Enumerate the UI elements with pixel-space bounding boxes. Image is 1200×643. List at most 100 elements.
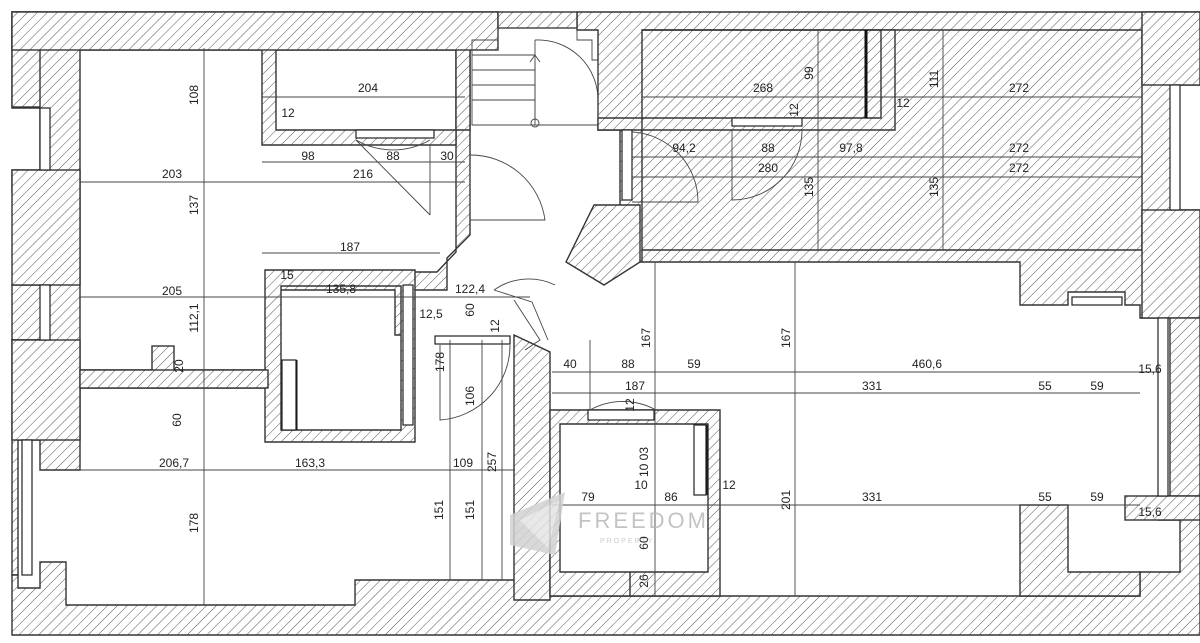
wall-bottom-right bbox=[1019, 504, 1141, 597]
dimension-label-d4606: 460,6 bbox=[912, 357, 942, 371]
dimension-label-d1121: 112,1 bbox=[187, 303, 201, 332]
dimension-label-d12d: 12 bbox=[896, 96, 910, 110]
dimension-label-d156b: 15,6 bbox=[1138, 505, 1162, 519]
dimension-label-d178a: 178 bbox=[433, 352, 447, 372]
dimension-label-d156a: 15,6 bbox=[1138, 362, 1162, 376]
windows bbox=[21, 84, 1181, 576]
wall-closet-top bbox=[597, 29, 896, 131]
window-top-wc bbox=[355, 129, 435, 139]
wall-right-lower bbox=[1124, 495, 1200, 521]
dimension-label-d1358: 135,8 bbox=[326, 282, 356, 296]
dimension-label-d135a: 135 bbox=[802, 177, 816, 197]
dimension-label-d10: 10 bbox=[634, 478, 648, 492]
vent-bottom-right bbox=[1071, 296, 1123, 306]
dimension-label-d88a: 88 bbox=[386, 149, 400, 163]
dimension-label-d79: 79 bbox=[581, 490, 595, 504]
dimension-label-d205: 205 bbox=[162, 284, 182, 298]
dimension-label-d60a: 60 bbox=[463, 303, 477, 317]
dimension-label-d26: 26 bbox=[637, 574, 651, 588]
wall-right-pier-low bbox=[1169, 317, 1200, 497]
dimension-label-d59b: 59 bbox=[1090, 379, 1104, 393]
dimension-label-d12f: 12 bbox=[722, 478, 736, 492]
dimension-label-d272b: 272 bbox=[1009, 141, 1029, 155]
watermark-text: FREEDOM bbox=[578, 508, 709, 533]
dimension-label-d167b: 167 bbox=[779, 328, 793, 348]
dimension-label-d125: 12,5 bbox=[419, 307, 443, 321]
dimension-label-d12e: 12 bbox=[623, 398, 637, 412]
dimension-label-d1633: 163,3 bbox=[295, 456, 325, 470]
wall-diagonal-center bbox=[565, 204, 641, 286]
fixtures bbox=[281, 30, 868, 496]
dimension-label-d187a: 187 bbox=[340, 240, 360, 254]
wall-left-pier-2 bbox=[11, 339, 81, 441]
window-bath-middle bbox=[434, 335, 511, 345]
dimension-label-d30: 30 bbox=[440, 149, 454, 163]
stairs bbox=[471, 27, 599, 128]
dimension-label-d99: 99 bbox=[802, 66, 816, 80]
door-hall-right bbox=[469, 154, 546, 221]
dimension-label-d12a: 12 bbox=[281, 106, 295, 120]
window-left-3 bbox=[21, 439, 33, 576]
dimension-label-d59a: 59 bbox=[687, 357, 701, 371]
dimension-label-d280: 280 bbox=[758, 161, 778, 175]
dimension-label-d204: 204 bbox=[358, 81, 378, 95]
dimension-label-d98: 98 bbox=[301, 149, 315, 163]
dimension-label-d151a: 151 bbox=[432, 500, 446, 520]
dimension-label-d216: 216 bbox=[353, 167, 373, 181]
dimension-label-d59c: 59 bbox=[1090, 490, 1104, 504]
wall-left-upper bbox=[11, 11, 499, 471]
dimension-label-d942: 94,2 bbox=[672, 141, 696, 155]
dimension-label-d86: 86 bbox=[664, 490, 678, 504]
dimension-label-d109: 109 bbox=[453, 456, 473, 470]
dimension-label-d60c: 60 bbox=[637, 536, 651, 550]
wall-diagonal-lower bbox=[513, 333, 551, 601]
dimension-label-d60b: 60 bbox=[170, 413, 184, 427]
dimension-label-d88c: 88 bbox=[621, 357, 635, 371]
dimension-label-d20: 20 bbox=[172, 359, 186, 373]
window-bath-lower-top bbox=[587, 409, 655, 421]
dimension-label-d12c: 12 bbox=[787, 103, 801, 117]
dimension-label-d2067: 206,7 bbox=[159, 456, 189, 470]
dimension-label-d88b: 88 bbox=[761, 141, 775, 155]
dimension-label-d331b: 331 bbox=[862, 490, 882, 504]
dimension-label-d978: 97,8 bbox=[839, 141, 863, 155]
wall-stair-pier bbox=[497, 11, 578, 29]
watermark: FREEDOM PROPERTY bbox=[510, 492, 709, 555]
wall-right-pier-mid bbox=[1141, 209, 1200, 319]
window-left-2 bbox=[39, 284, 51, 341]
dimension-label-d178b: 178 bbox=[187, 513, 201, 533]
door-closet bbox=[631, 131, 699, 203]
dimension-label-d40: 40 bbox=[563, 357, 577, 371]
dimension-label-d203: 203 bbox=[162, 167, 182, 181]
dimension-label-d55a: 55 bbox=[1038, 379, 1052, 393]
dimension-label-d108: 108 bbox=[187, 85, 201, 105]
dimension-label-d12b: 12 bbox=[488, 319, 502, 333]
dimension-label-d331a: 331 bbox=[862, 379, 882, 393]
window-left-1 bbox=[39, 107, 51, 171]
door-wc bbox=[355, 139, 431, 216]
dimension-label-d111: 111 bbox=[927, 70, 941, 89]
dimension-label-d187b: 187 bbox=[625, 379, 645, 393]
dimension-label-d201: 201 bbox=[779, 490, 793, 510]
doors bbox=[355, 129, 803, 421]
wall-top-left bbox=[11, 11, 499, 51]
dimension-label-d151b: 151 bbox=[463, 500, 477, 520]
wall-right-pier-top bbox=[1141, 11, 1200, 86]
dimension-label-d1224: 122,4 bbox=[455, 282, 485, 296]
wall-left-pier-1 bbox=[11, 169, 81, 286]
wall-bathroom-lower bbox=[549, 409, 721, 597]
dimension-label-d167a: 167 bbox=[639, 328, 653, 348]
walls bbox=[11, 11, 1200, 636]
window-right-2 bbox=[1157, 317, 1169, 497]
door-room-right bbox=[731, 129, 803, 201]
door-bath-lower bbox=[589, 340, 657, 411]
dimension-label-d135b: 135 bbox=[927, 177, 941, 197]
dimension-label-d137: 137 bbox=[187, 195, 201, 215]
dimension-label-d272a: 272 bbox=[1009, 81, 1029, 95]
dimension-label-d106: 106 bbox=[463, 386, 477, 406]
door-bath-mid bbox=[439, 344, 511, 421]
dimension-lines bbox=[80, 30, 1160, 605]
dimension-label-d272c: 272 bbox=[1009, 161, 1029, 175]
